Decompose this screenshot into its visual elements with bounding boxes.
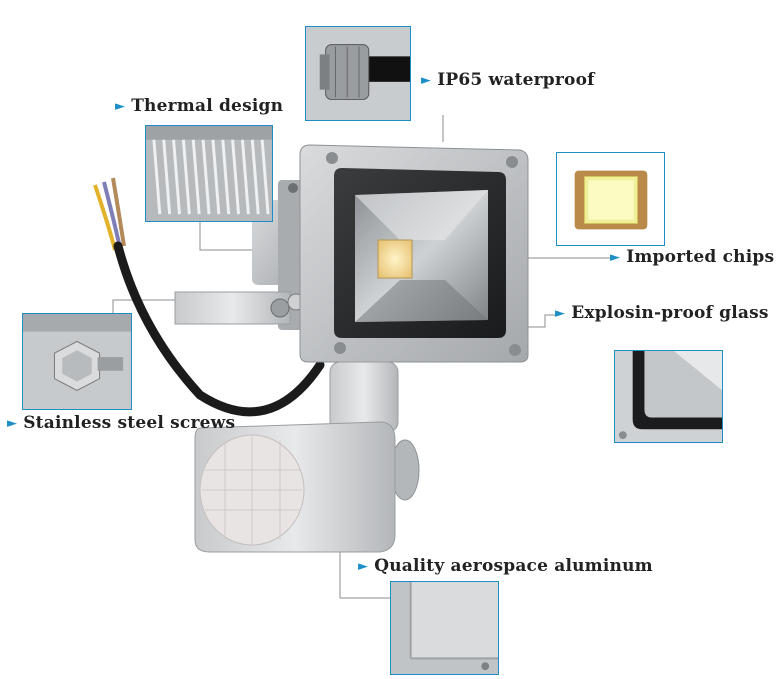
arrow-icon: ►: [358, 559, 369, 574]
callout-glass: ►Explosin-proof glass: [555, 303, 769, 323]
arrow-icon: ►: [7, 416, 18, 431]
heatsink-inset: [145, 125, 273, 222]
arrow-icon: ►: [555, 306, 566, 321]
aluminum-body-inset: [390, 581, 499, 675]
callout-ip65: ►IP65 waterproof: [421, 70, 595, 90]
callout-thermal: ►Thermal design: [115, 96, 284, 116]
callout-chips: ►Imported chips: [610, 247, 775, 267]
arrow-icon: ►: [421, 73, 432, 88]
glass-corner-inset: [614, 350, 723, 443]
cable-gland-inset: [305, 26, 411, 121]
stainless-screw-inset: [22, 313, 132, 410]
arrow-icon: ►: [115, 99, 126, 114]
led-chip-inset: [556, 152, 665, 246]
callout-screws: ►Stainless steel screws: [7, 413, 236, 433]
arrow-icon: ►: [610, 250, 621, 265]
callout-aluminum: ►Quality aerospace aluminum: [358, 556, 653, 576]
